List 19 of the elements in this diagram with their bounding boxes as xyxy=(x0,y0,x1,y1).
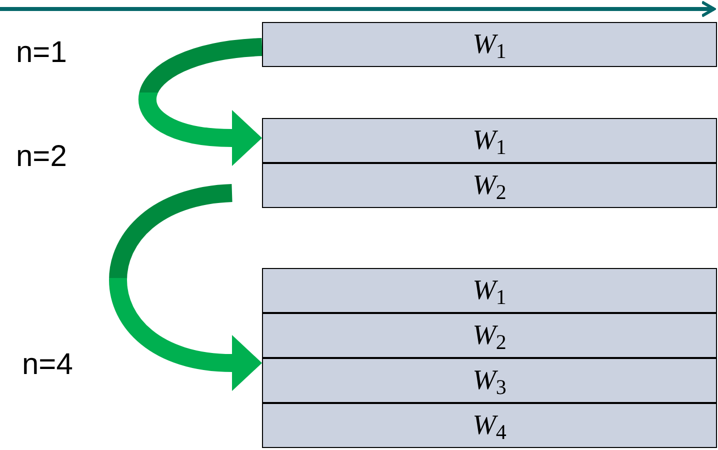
size-label: n=4 xyxy=(22,350,73,380)
stack-block xyxy=(262,163,717,208)
stack-block xyxy=(262,313,717,358)
stack-block xyxy=(262,403,717,448)
block-label: W$_{3}$ xyxy=(472,366,506,394)
curved-arrow xyxy=(139,38,263,166)
block-label: W$_{1}$ xyxy=(472,30,506,58)
block-label: W$_{2}$ xyxy=(472,172,506,200)
size-label: n=1 xyxy=(16,38,67,68)
curved-arrow xyxy=(109,184,262,391)
stack-block xyxy=(262,268,717,313)
block-label: W$_{1}$ xyxy=(472,276,506,304)
size-label: n=2 xyxy=(16,142,67,172)
stack-block xyxy=(262,358,717,403)
stack-block xyxy=(262,118,717,163)
stack-block xyxy=(262,22,717,67)
block-label: W$_{4}$ xyxy=(472,412,506,440)
block-label: W$_{2}$ xyxy=(472,322,506,350)
block-label: W$_{1}$ xyxy=(472,126,506,154)
